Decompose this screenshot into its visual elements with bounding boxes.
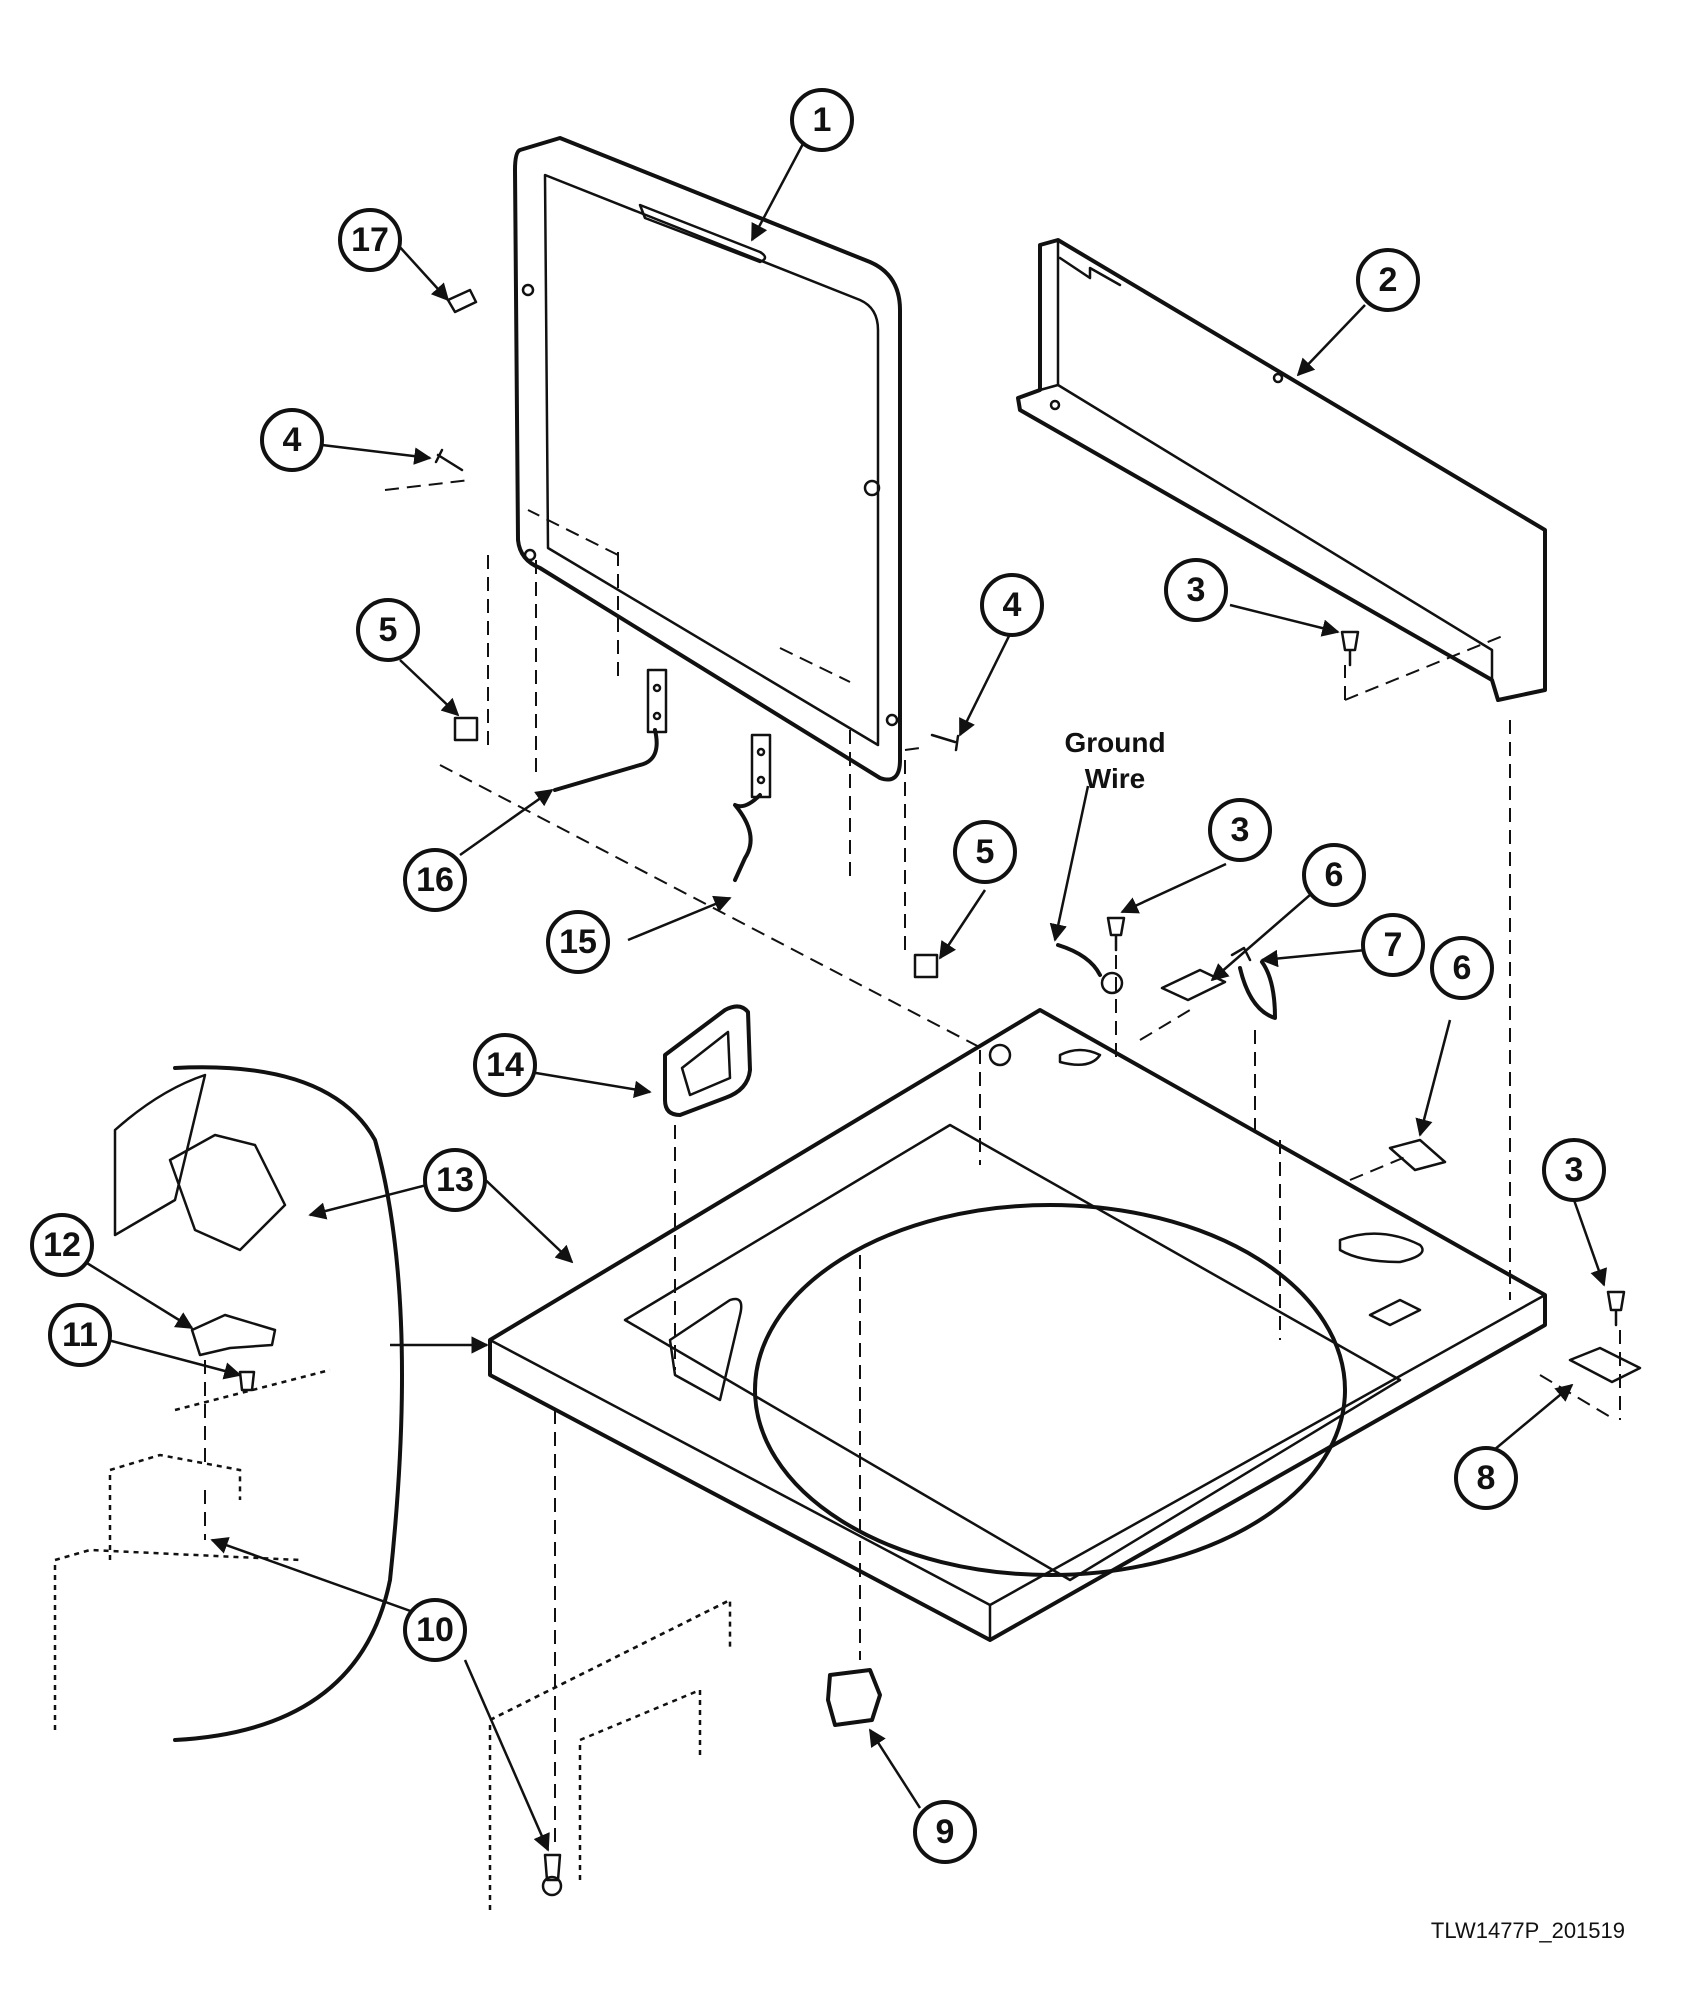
callout-6-right: 6 bbox=[1430, 936, 1494, 1000]
callout-7: 7 bbox=[1361, 913, 1425, 977]
lid-frame bbox=[513, 136, 902, 782]
callout-5-left: 5 bbox=[356, 598, 420, 662]
svg-text:15: 15 bbox=[559, 923, 597, 961]
assembly-lines bbox=[204, 479, 1621, 1850]
callout-6-upper: 6 bbox=[1302, 843, 1366, 907]
clip-5-left bbox=[453, 716, 479, 742]
callout-8: 8 bbox=[1454, 1446, 1518, 1510]
hinge-rod-left bbox=[553, 668, 668, 792]
screw-3-ground bbox=[1106, 916, 1126, 952]
svg-text:5: 5 bbox=[379, 611, 398, 649]
callout-12: 12 bbox=[30, 1213, 94, 1277]
dispenser bbox=[663, 1004, 752, 1117]
callout-2: 2 bbox=[1356, 248, 1420, 312]
callout-1: 1 bbox=[790, 88, 854, 152]
callout-4-upper: 4 bbox=[260, 408, 324, 472]
ground-wire-label-line2: Wire bbox=[1085, 763, 1145, 794]
frame-detail-lower bbox=[488, 1597, 732, 1910]
callout-4-lower: 4 bbox=[980, 573, 1044, 637]
svg-text:3: 3 bbox=[1187, 571, 1206, 609]
svg-text:8: 8 bbox=[1477, 1459, 1496, 1497]
callout-11: 11 bbox=[48, 1303, 112, 1367]
callout-9: 9 bbox=[913, 1800, 977, 1864]
screw-17 bbox=[446, 288, 478, 314]
svg-text:7: 7 bbox=[1384, 926, 1403, 964]
screw-3-right bbox=[1606, 1290, 1626, 1327]
wire-harness-7 bbox=[1230, 946, 1277, 1020]
svg-text:16: 16 bbox=[416, 861, 454, 899]
callout-5-right: 5 bbox=[953, 820, 1017, 884]
clip-9 bbox=[826, 1668, 882, 1727]
svg-text:3: 3 bbox=[1231, 811, 1250, 849]
label-6-right bbox=[1388, 1138, 1447, 1172]
svg-text:3: 3 bbox=[1565, 1151, 1584, 1189]
callout-3-ground: 3 bbox=[1208, 798, 1272, 862]
inset-detail bbox=[53, 1065, 404, 1742]
bolt-10-lower bbox=[541, 1853, 563, 1897]
svg-text:6: 6 bbox=[1325, 856, 1344, 894]
svg-text:12: 12 bbox=[43, 1226, 81, 1264]
label-6-upper bbox=[1160, 968, 1227, 1002]
callout-15: 15 bbox=[546, 910, 610, 974]
screw-4-lower bbox=[930, 733, 960, 752]
svg-text:14: 14 bbox=[486, 1046, 524, 1084]
callout-16: 16 bbox=[403, 848, 467, 912]
leader-lines bbox=[81, 139, 1608, 1852]
callout-17: 17 bbox=[338, 208, 402, 272]
ground-wire bbox=[1056, 943, 1124, 995]
screw-3-channel bbox=[1340, 630, 1360, 667]
bracket-12 bbox=[190, 1313, 277, 1357]
svg-text:5: 5 bbox=[976, 833, 995, 871]
drawing-code: TLW1477P_201519 bbox=[1431, 1918, 1625, 1943]
screw-4-upper bbox=[434, 448, 464, 472]
svg-text:17: 17 bbox=[351, 221, 389, 259]
clip-5-right bbox=[913, 953, 939, 979]
svg-text:4: 4 bbox=[1003, 586, 1022, 624]
svg-text:9: 9 bbox=[936, 1813, 955, 1851]
rear-channel bbox=[1016, 238, 1547, 702]
callout-3-right: 3 bbox=[1542, 1138, 1606, 1202]
callout-10: 10 bbox=[403, 1598, 467, 1662]
svg-text:6: 6 bbox=[1453, 949, 1472, 987]
callout-3-channel: 3 bbox=[1164, 558, 1228, 622]
callout-14: 14 bbox=[473, 1033, 537, 1097]
svg-text:1: 1 bbox=[813, 101, 832, 139]
svg-text:10: 10 bbox=[416, 1611, 454, 1649]
hinge-rod-right bbox=[733, 733, 772, 882]
svg-text:11: 11 bbox=[62, 1316, 98, 1354]
bracket-8 bbox=[1568, 1346, 1642, 1384]
screw-11 bbox=[238, 1370, 256, 1392]
callout-13: 13 bbox=[423, 1148, 487, 1212]
ground-wire-label-line1: Ground bbox=[1064, 727, 1165, 758]
svg-text:4: 4 bbox=[283, 421, 302, 459]
svg-text:2: 2 bbox=[1379, 261, 1398, 299]
top-panel bbox=[488, 1008, 1547, 1642]
svg-text:13: 13 bbox=[436, 1161, 474, 1199]
